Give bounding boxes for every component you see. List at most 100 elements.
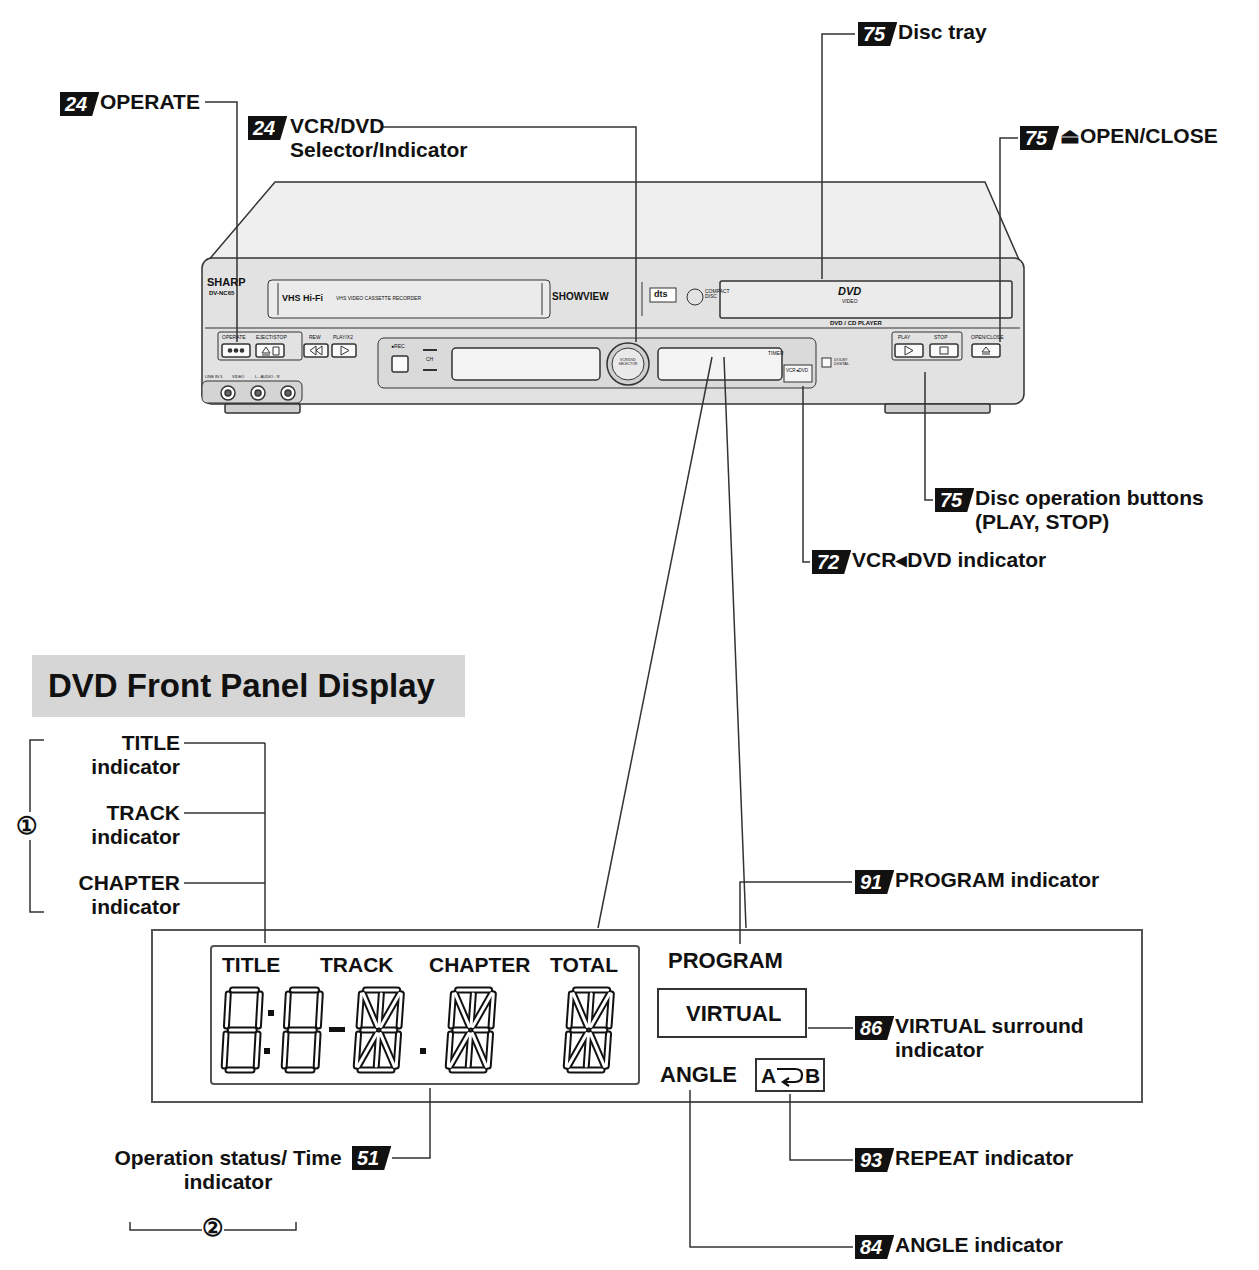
display-segment	[359, 994, 361, 1026]
indicator-text: DVD Front Panel Display	[48, 667, 435, 705]
display-segment	[288, 1069, 312, 1072]
indicator-text: TITLE	[222, 953, 280, 977]
display-segment	[448, 1034, 450, 1066]
display-segment	[379, 994, 381, 1026]
display-segment	[396, 1034, 398, 1066]
panel-print: VHS VIDEO CASSETTE RECORDER	[336, 296, 421, 301]
indicator-text: CHAPTER	[429, 953, 531, 977]
display-segment	[488, 1034, 490, 1066]
callout-number: 72	[812, 550, 851, 574]
display-segment	[258, 994, 260, 1026]
panel-print: SHOWVIEW	[552, 291, 609, 303]
display-segment	[475, 1027, 487, 1034]
part-name: ANGLE indicator	[895, 1233, 1063, 1257]
display-segment	[290, 1029, 314, 1032]
leader-line	[690, 1090, 853, 1247]
display-segment	[450, 1033, 469, 1066]
button-label: CH	[426, 357, 433, 362]
group-number: ①	[16, 812, 38, 840]
button-label: OPEN/CLOSE	[971, 335, 1004, 340]
leader-line	[205, 102, 237, 342]
leader-line	[925, 372, 933, 500]
display-segment	[256, 1034, 258, 1066]
virtual-indicator-box: VIRTUAL	[657, 988, 807, 1038]
button-label: ●REC	[391, 344, 405, 349]
display-segment	[286, 994, 288, 1026]
display-segment	[452, 1069, 484, 1072]
display-segment	[318, 994, 320, 1026]
display-segment	[226, 994, 228, 1026]
leader-line	[803, 386, 810, 562]
repeat-arrow	[777, 1069, 802, 1086]
display-segment	[284, 1034, 286, 1066]
display-segment	[396, 1034, 398, 1066]
callout-number: 93	[855, 1148, 894, 1172]
leader-line	[184, 812, 265, 814]
display-segment	[488, 1034, 490, 1066]
display-segment	[380, 1034, 394, 1067]
panel-print: COMPACT DISC	[705, 289, 719, 300]
display-segment	[573, 994, 587, 1027]
jack-label: LINE IN 3	[205, 375, 222, 379]
leader-line	[264, 743, 266, 943]
display-segment	[226, 994, 228, 1026]
display-segment	[363, 1027, 375, 1034]
group-number: ②	[202, 1214, 224, 1242]
display-segment	[399, 994, 401, 1026]
display-segment	[284, 1034, 286, 1066]
display-segment	[286, 994, 288, 1026]
button-label: REW	[309, 335, 321, 340]
leader-lines	[30, 34, 1018, 1247]
display-segment	[380, 1034, 394, 1067]
display-segment	[381, 993, 400, 1026]
display-segment	[455, 994, 469, 1027]
brand-logo: SHARP	[207, 276, 246, 289]
part-name: OPERATE	[100, 90, 200, 114]
display-segment	[258, 994, 260, 1026]
display-segment	[376, 1034, 378, 1066]
leader-line	[724, 357, 746, 928]
part-name: Operation status/ Time indicator	[112, 1146, 344, 1194]
display-segment	[232, 987, 256, 994]
callout-number: 86	[855, 1016, 894, 1040]
display-segment	[586, 1034, 588, 1066]
indicator-text: TRACK	[320, 953, 394, 977]
display-segment	[591, 993, 610, 1026]
display-segment	[316, 1034, 318, 1066]
panel-print: VIDEO	[842, 299, 858, 304]
display-segment	[224, 1034, 226, 1066]
display-segment	[566, 1034, 568, 1066]
display-segment	[468, 1034, 470, 1066]
display-segment	[589, 994, 591, 1026]
display-segment	[606, 1034, 608, 1066]
part-name: VCR/DVD Selector/Indicator	[290, 114, 490, 162]
display-segment	[381, 993, 400, 1026]
display-segment	[356, 1034, 358, 1066]
button-label: EJECT/STOP	[256, 335, 287, 340]
display-segment	[228, 1067, 252, 1074]
display-segment	[292, 987, 316, 994]
button-label: PLAY	[898, 335, 910, 340]
display-segment	[606, 1034, 608, 1066]
display-segment	[609, 994, 611, 1026]
display-segment	[455, 1027, 467, 1034]
display-segment	[471, 994, 473, 1026]
display-segment	[573, 994, 587, 1027]
section-band: DVD Front Panel Display	[32, 655, 465, 717]
display-segment	[473, 993, 492, 1026]
segment-digits	[224, 990, 611, 1070]
indicator-text: ANGLE	[660, 1062, 737, 1087]
display-segment	[230, 1027, 254, 1034]
panel-print: DVD	[838, 285, 861, 298]
jack-label: VIDEO	[232, 375, 244, 379]
display-segment	[360, 1069, 392, 1072]
callout-number: 24	[248, 116, 287, 140]
display-segment	[458, 989, 490, 992]
model-name: DV-NC65	[209, 290, 234, 296]
indicator-text: PROGRAM	[668, 948, 783, 973]
panel-print: VCR◂DVD	[786, 369, 808, 374]
display-segment	[383, 1027, 395, 1034]
callout-number: 75	[935, 488, 974, 512]
part-name: VIRTUAL surround indicator	[895, 1014, 1125, 1062]
panel-print: dts	[654, 289, 668, 299]
